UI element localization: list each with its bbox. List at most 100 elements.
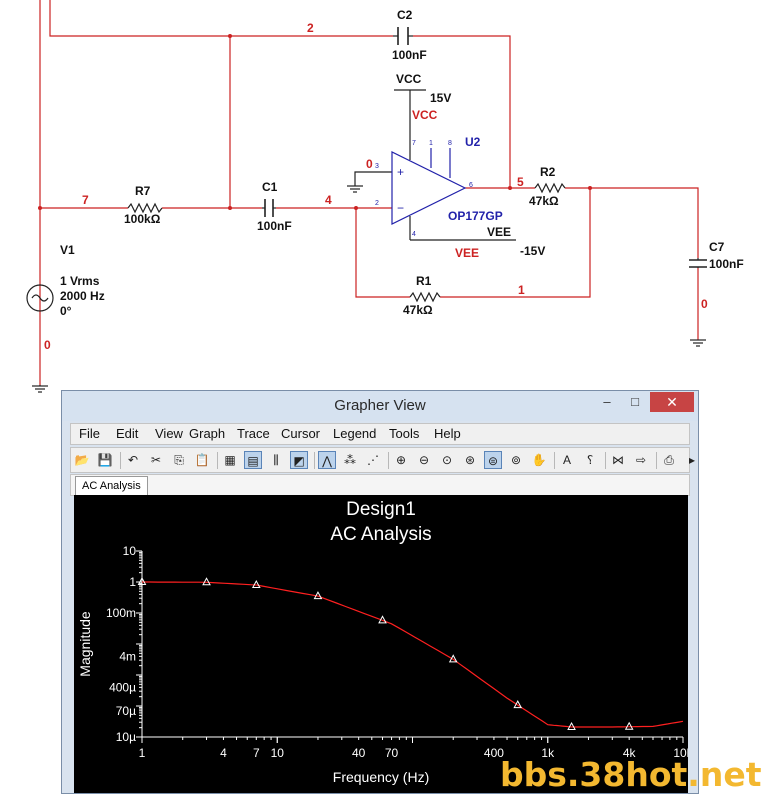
grapher-window: Grapher View – □ ✕ File Edit View Graph Trac… [61,390,699,794]
series-marker [624,721,634,730]
menu-help[interactable]: Help [434,426,461,441]
resistor-r7 [127,202,163,214]
menu-trace[interactable]: Trace [237,426,270,441]
c2-ref: C2 [397,8,413,22]
trace-properties-icon: ⋈ [612,453,624,467]
text-tool-button[interactable]: A [558,451,576,469]
open-button[interactable]: 📂 [73,451,91,469]
wire [355,208,410,298]
menu-file[interactable]: File [79,426,100,441]
v1-frequency: 2000 Hz [60,289,105,303]
x-tick-label: 10 [271,746,285,760]
zoom-area-button[interactable]: ⊚ [507,451,525,469]
menu-cursor[interactable]: Cursor [281,426,321,441]
save-button[interactable]: 💾 [96,451,114,469]
x-tick-label: 70 [385,746,399,760]
menu-tools[interactable]: Tools [389,426,420,441]
y-tick-label: 1 [129,575,136,589]
minimize-icon: – [603,394,611,409]
y-tick-label: 100m [106,606,136,620]
zoom-y-button[interactable]: ⊜ [484,451,502,469]
toolbar-separator [554,452,555,469]
toolbar-separator [314,452,315,469]
zoom-in-icon: ⊕ [395,453,407,467]
node-label: 5 [517,175,524,189]
marker-tool-icon: ⸮ [586,453,594,467]
wire [565,187,699,258]
vee-label: VEE [487,225,511,239]
save-icon: 💾 [97,453,113,467]
vcc-net-label: VCC [412,108,438,122]
lines-markers-button[interactable]: ⋰ [364,451,382,469]
zoom-full-button[interactable]: ⊙ [438,451,456,469]
zoom-x-button[interactable]: ⊛ [461,451,479,469]
maximize-button[interactable]: □ [622,392,648,412]
x-axis-label: Frequency (Hz) [333,769,429,785]
cut-button[interactable]: ✂ [147,451,165,469]
r1-value: 47kΩ [403,303,433,317]
cursors-icon: ⫼ [273,453,279,467]
x-tick-label: 4 [220,746,227,760]
zoom-y-icon: ⊜ [487,454,499,468]
invert-colors-button[interactable]: ◩ [290,451,308,469]
x-tick-label: 40 [352,746,366,760]
r2-value: 47kΩ [529,194,559,208]
v1-amplitude: 1 Vrms [60,274,100,288]
opamp-u2 [391,148,467,225]
c1-value: 100nF [257,219,292,233]
zoom-out-button[interactable]: ⊖ [415,451,433,469]
c1-ref: C1 [262,180,278,194]
zoom-out-icon: ⊖ [418,453,430,467]
series-marker [202,577,211,586]
chart-title: Design1 [346,499,416,520]
tab-ac-analysis[interactable]: AC Analysis [75,476,148,495]
more-button[interactable]: ▸ [683,451,698,469]
paste-button[interactable]: 📋 [193,451,211,469]
v1-phase: 0° [60,304,72,318]
undo-button[interactable]: ↶ [124,451,142,469]
c7-value: 100nF [709,257,744,271]
wire [49,0,393,37]
close-icon: ✕ [666,394,678,410]
toolbar-separator [388,452,389,469]
schematic-canvas: +− 3 2 6 4 7 1 8 U2 OP177GP 2 7 4 5 1 0 … [26,0,744,393]
copy-button[interactable]: ⎘ [170,451,188,469]
cursors-button[interactable]: ⫼ [267,451,285,469]
svg-text:3: 3 [375,163,379,170]
r1-ref: R1 [416,274,432,288]
trace-properties-button[interactable]: ⋈ [609,451,627,469]
y-tick-label: 70µ [116,704,136,718]
svg-text:6: 6 [469,182,473,189]
print-preview-button[interactable]: ⎙ [660,451,678,469]
grid-button[interactable]: ▦ [221,451,239,469]
export-button[interactable]: ⇨ [632,451,650,469]
zoom-in-button[interactable]: ⊕ [392,451,410,469]
marker-tool-button[interactable]: ⸮ [581,451,599,469]
close-button[interactable]: ✕ [650,392,694,412]
vcc-value: 15V [430,91,451,105]
pan-button[interactable]: ✋ [530,451,548,469]
ac-source-v1 [26,284,54,312]
minimize-button[interactable]: – [592,392,622,412]
toolbar-separator [120,452,121,469]
menu-view[interactable]: View [155,426,183,441]
legend-button[interactable]: ▤ [244,451,262,469]
x-tick-label: 1 [139,746,146,760]
show-lines-icon: ⋀ [322,454,332,468]
watermark-text: bbs.38hot.net [500,755,761,794]
y-tick-label: 10µ [116,730,136,744]
menu-graph[interactable]: Graph [189,426,226,441]
x-tick-label: 400 [484,746,504,760]
legend-icon: ▤ [247,454,259,468]
y-axis-label: Magnitude [77,611,93,677]
copy-icon: ⎘ [174,453,184,467]
node-label: 7 [82,193,89,207]
menu-edit[interactable]: Edit [116,426,139,441]
menu-legend[interactable]: Legend [333,426,377,441]
show-markers-button[interactable]: ⁂ [341,451,359,469]
show-lines-button[interactable]: ⋀ [318,451,336,469]
more-icon: ▸ [688,453,696,467]
title-bar[interactable]: Grapher View – □ ✕ [62,391,698,421]
pan-icon: ✋ [531,453,547,467]
